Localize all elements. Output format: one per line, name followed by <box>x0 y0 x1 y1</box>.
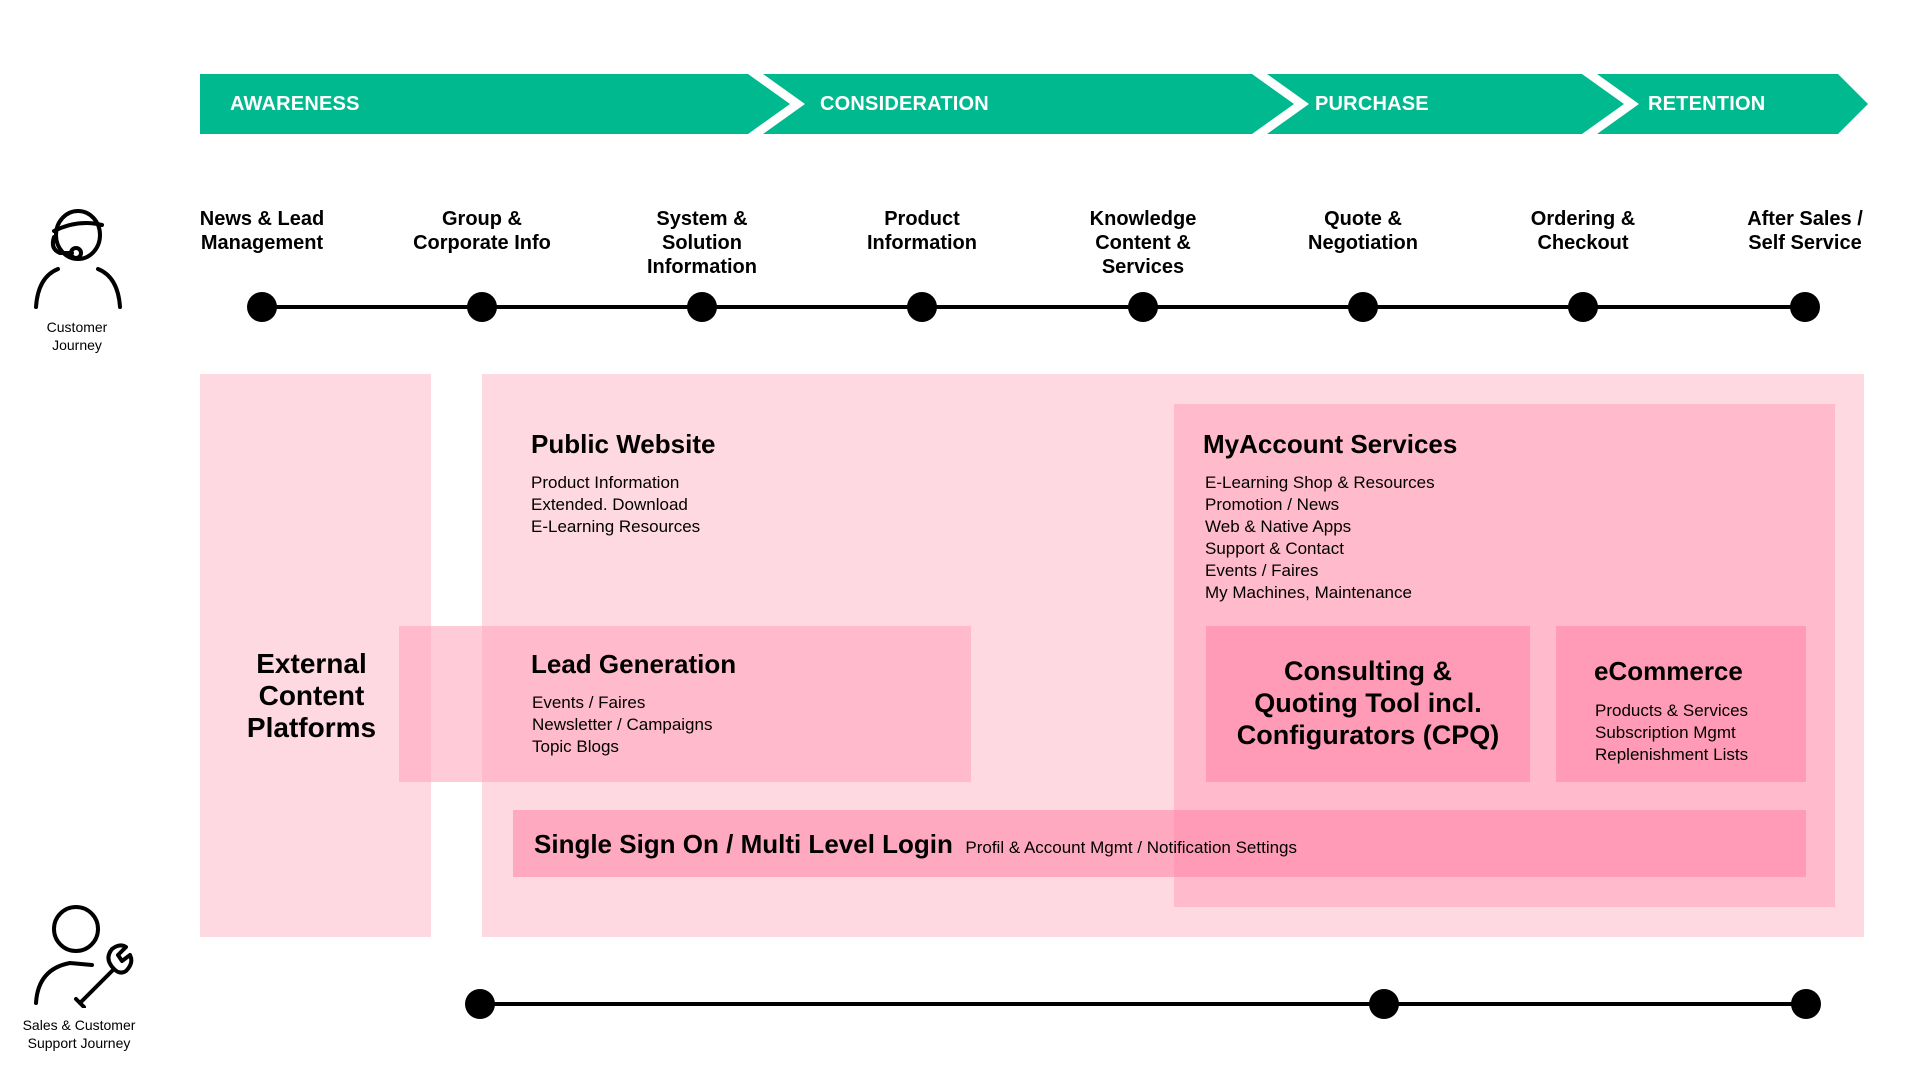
list-item: Replenishment Lists <box>1595 745 1749 764</box>
stage-dot <box>1790 292 1820 322</box>
phase-label-awareness: AWARENESS <box>230 93 360 115</box>
support-wrench-person-icon <box>34 905 134 1008</box>
phase-chevron-retention <box>1597 74 1868 134</box>
lead-generation-title: Lead Generation <box>531 649 737 679</box>
stage-label-group-corporate: Group & Corporate Info <box>413 208 551 254</box>
list-item: Newsletter / Campaigns <box>532 715 713 734</box>
support-journey-label: Sales & Customer Support Journey <box>22 1017 136 1051</box>
phase-chevron-awareness <box>200 74 790 134</box>
list-item: Subscription Mgmt <box>1595 723 1736 742</box>
list-item: Events / Faires <box>1205 561 1319 580</box>
sso-bar <box>513 810 1806 877</box>
stage-dot <box>687 292 717 322</box>
stage-dot <box>907 292 937 322</box>
external-platforms-area <box>200 374 431 937</box>
myaccount-title: MyAccount Services <box>1203 429 1458 459</box>
support-milestone-dot <box>1369 989 1399 1019</box>
phase-chevron-purchase <box>1267 74 1624 134</box>
myaccount-list: E-Learning Shop & Resources Promotion / … <box>1205 472 1435 604</box>
stage-label-ordering: Ordering & Checkout <box>1530 208 1636 254</box>
sso-subtitle: Profil & Account Mgmt / Notification Set… <box>965 838 1298 857</box>
list-item: Extended. Download <box>531 495 688 514</box>
stage-label-product-info: Product Information <box>867 208 977 254</box>
list-item: Topic Blogs <box>532 737 619 756</box>
list-item: Products & Services <box>1595 701 1749 720</box>
customer-journey-label: Customer Journey <box>46 319 108 353</box>
stage-label-system-solution: System & Solution Information <box>647 208 757 278</box>
phase-label-retention: RETENTION <box>1648 93 1766 115</box>
list-item: E-Learning Shop & Resources <box>1205 473 1435 492</box>
support-milestone-dot <box>465 989 495 1019</box>
list-item: Product Information <box>531 473 680 492</box>
public-website-list: Product Information Extended. Download E… <box>531 472 700 538</box>
support-milestone-dot <box>1791 989 1821 1019</box>
stage-dot <box>467 292 497 322</box>
phase-label-consideration: CONSIDERATION <box>820 93 989 115</box>
stage-dot <box>1568 292 1598 322</box>
list-item: Events / Faires <box>532 693 646 712</box>
customer-headset-icon <box>34 209 122 309</box>
cpq-title: Consulting & Quoting Tool incl. Configur… <box>1236 656 1500 750</box>
stage-dot <box>1128 292 1158 322</box>
phase-chevron-consideration <box>763 74 1294 134</box>
list-item: Promotion / News <box>1205 495 1340 514</box>
list-item: My Machines, Maintenance <box>1205 583 1412 602</box>
lead-generation-area <box>399 626 971 782</box>
ecommerce-list: Products & Services Subscription Mgmt Re… <box>1595 700 1748 766</box>
stage-label-knowledge: Knowledge Content & Services <box>1089 208 1197 278</box>
lead-generation-list: Events / Faires Newsletter / Campaigns T… <box>532 692 712 758</box>
public-website-title: Public Website <box>531 429 716 459</box>
list-item: Support & Contact <box>1205 539 1344 558</box>
external-platforms-title: External Content Platforms <box>246 648 377 743</box>
list-item: Web & Native Apps <box>1205 517 1352 536</box>
stage-label-news-lead: News & Lead Management <box>199 208 325 254</box>
stage-dot <box>247 292 277 322</box>
stage-label-after-sales: After Sales / Self Service <box>1747 208 1863 254</box>
ecommerce-title: eCommerce <box>1594 656 1743 686</box>
sso-text: Single Sign On / Multi Level Login Profi… <box>534 829 1297 863</box>
stage-dot <box>1348 292 1378 322</box>
cpq-area <box>1206 626 1530 782</box>
phase-label-purchase: PURCHASE <box>1315 93 1429 115</box>
sso-title: Single Sign On / Multi Level Login <box>534 829 953 859</box>
ecommerce-area <box>1556 626 1806 782</box>
stage-label-quote: Quote & Negotiation <box>1308 208 1418 254</box>
list-item: E-Learning Resources <box>531 517 701 536</box>
